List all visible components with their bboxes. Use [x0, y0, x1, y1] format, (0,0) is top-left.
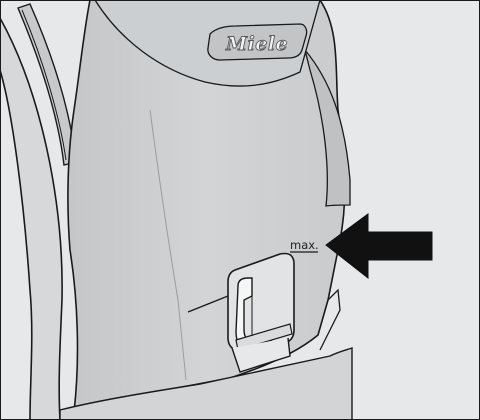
latch-clip — [227, 252, 295, 373]
container-base — [59, 347, 353, 420]
logo-badge — [207, 23, 308, 61]
handle-strap-inner — [21, 9, 67, 161]
pointer-arrow — [325, 213, 433, 280]
surface-seam — [149, 109, 187, 381]
container-top-rim — [94, 0, 321, 87]
container-lower-right — [319, 288, 341, 351]
outer-shell-left — [0, 16, 63, 420]
min-fill-line — [187, 295, 229, 313]
max-fill-label: max. — [290, 238, 319, 252]
container-side-right — [304, 49, 351, 207]
brand-logo-text: Miele — [225, 33, 288, 55]
